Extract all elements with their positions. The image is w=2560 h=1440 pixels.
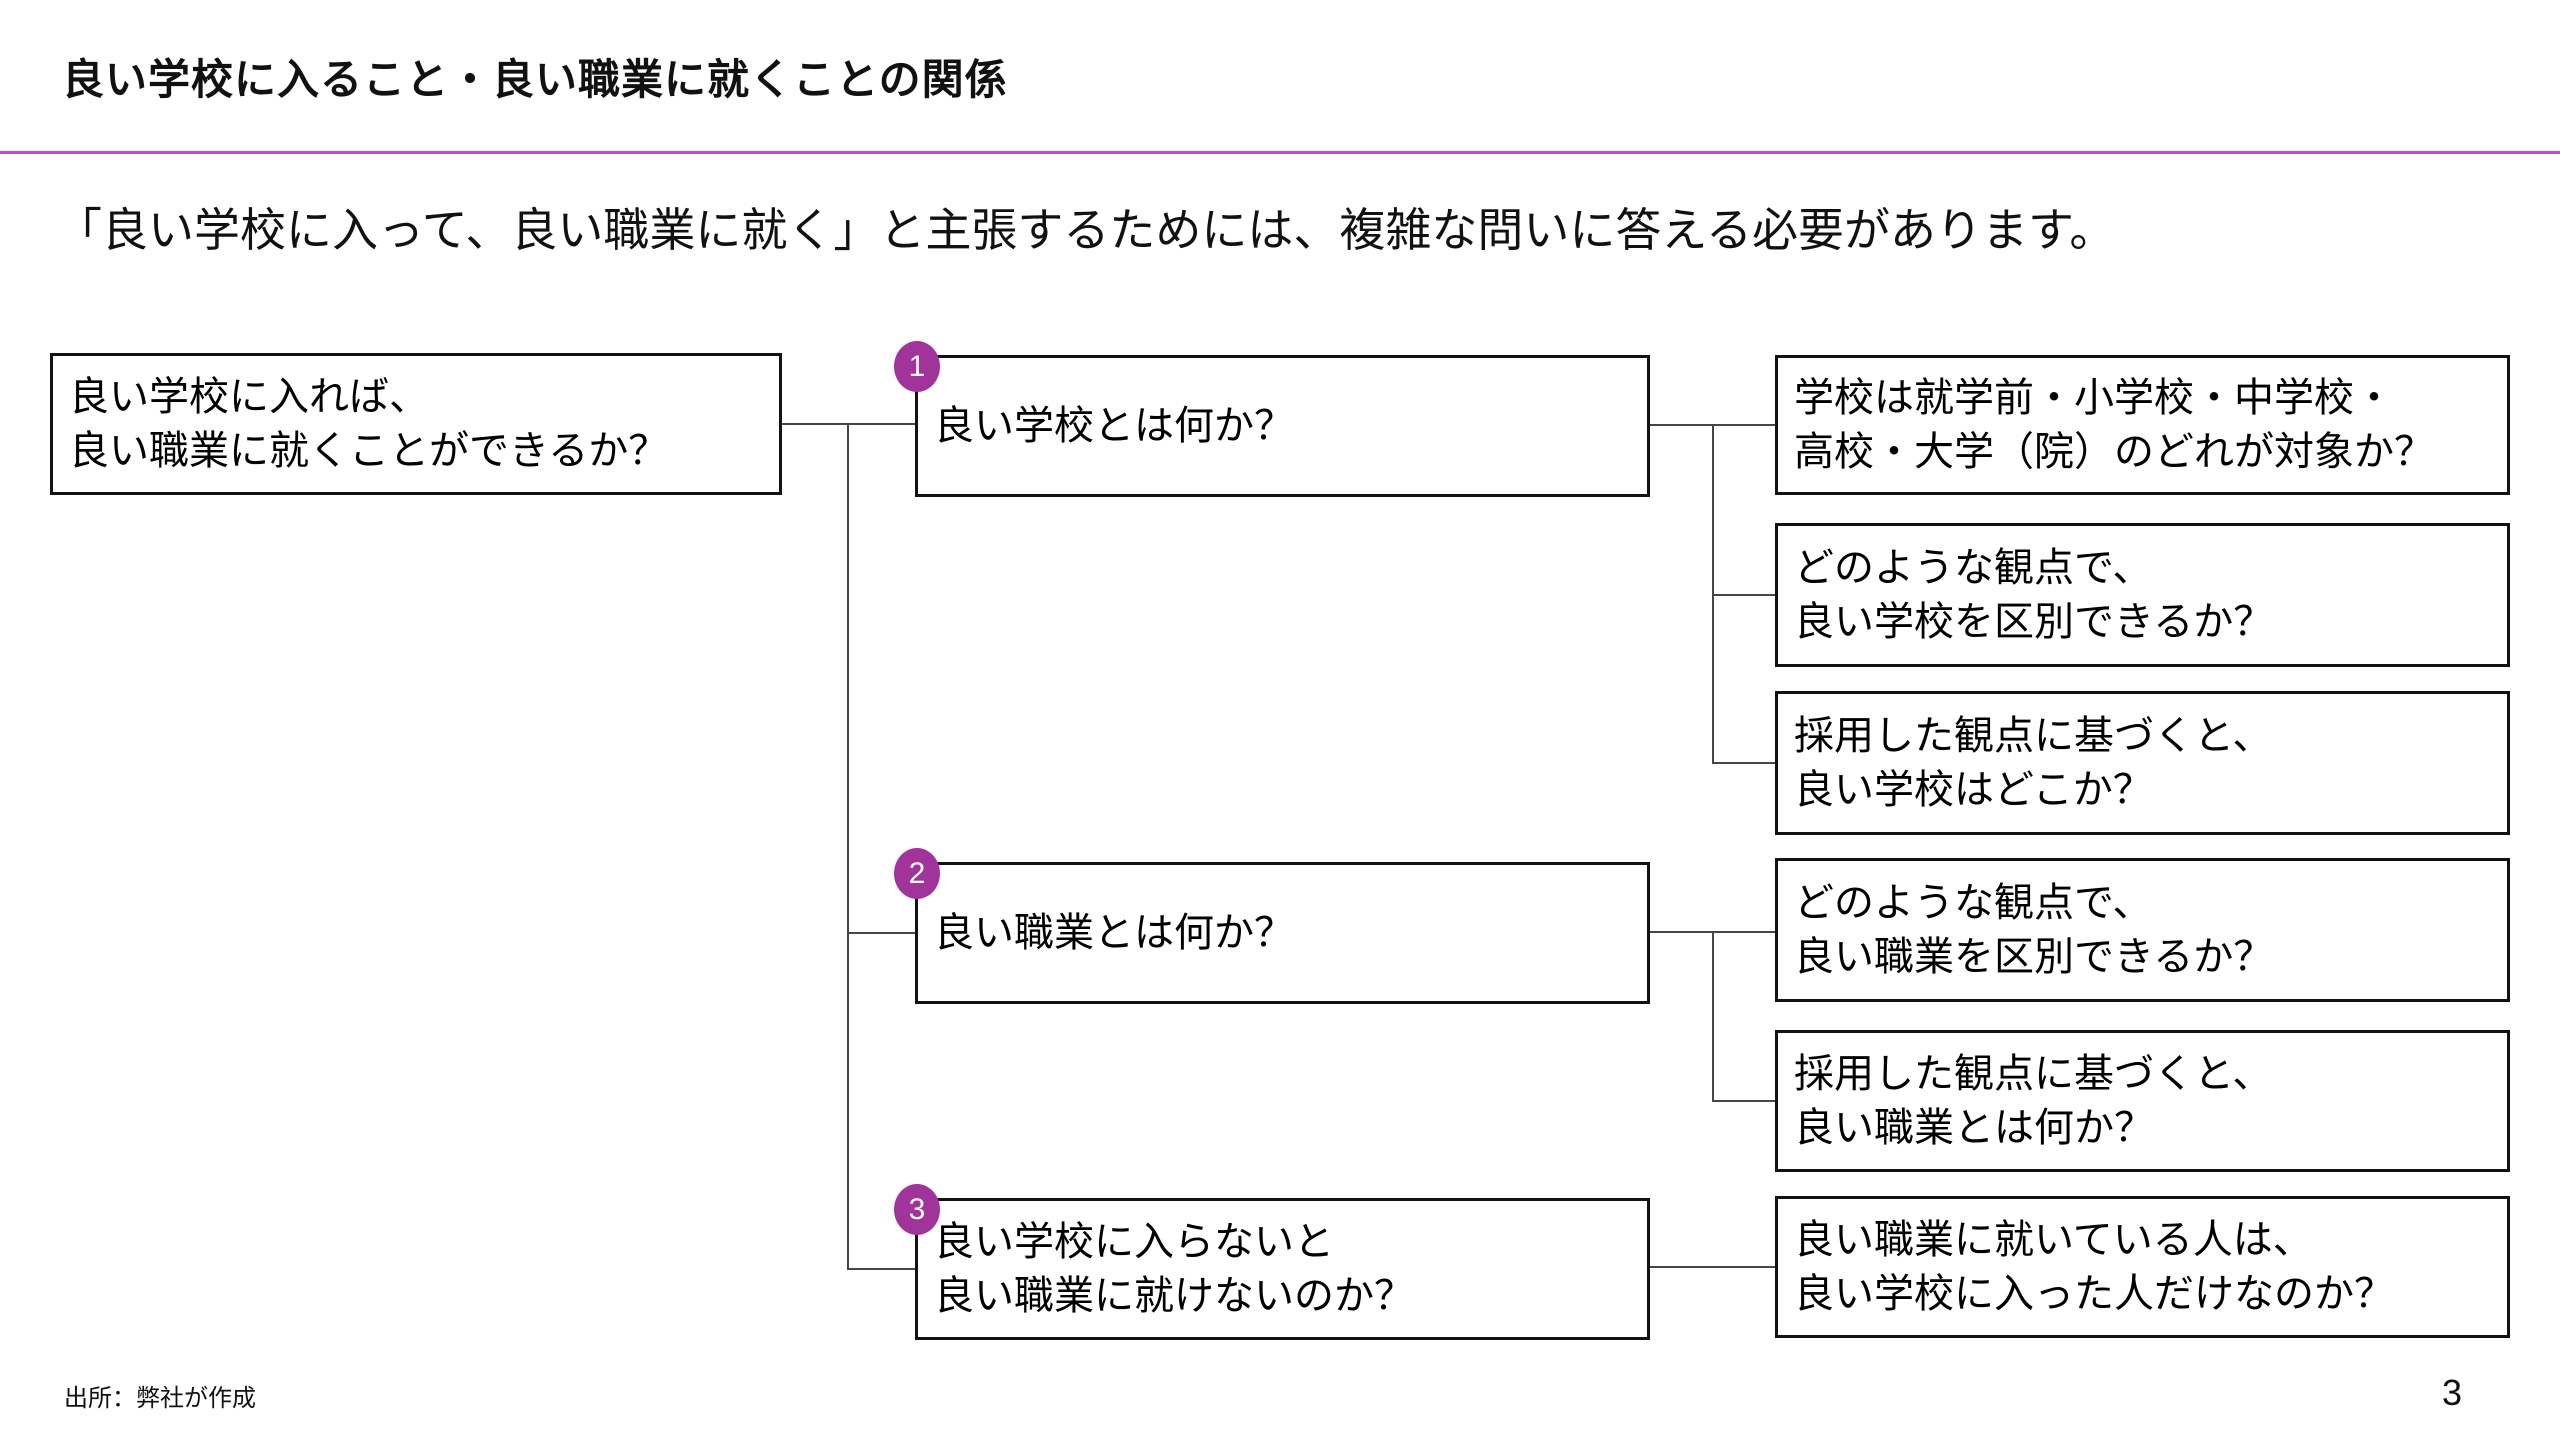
badge-number-3: 3 <box>894 1184 940 1235</box>
root-question-box: 良い学校に入れば、 良い職業に就くことができるか？ <box>50 353 782 495</box>
connector-q1-to-sub3 <box>1712 762 1775 764</box>
question-box-2: 2 良い職業とは何か？ <box>894 848 1650 1004</box>
connector-root-trunk <box>847 423 849 1270</box>
page-number: 3 <box>2442 1372 2463 1413</box>
sub-question-text-3-1: 良い職業に就いている人は、 良い学校に入った人だけなのか？ <box>1794 1218 2394 1316</box>
slide-title: 良い学校に入ること・良い職業に就くことの関係 <box>62 56 1008 103</box>
connector-q2-to-sub2 <box>1712 1100 1775 1102</box>
sub-question-box-3-1: 良い職業に就いている人は、 良い学校に入った人だけなのか？ <box>1775 1196 2510 1338</box>
sub-question-box-1-2: どのような観点で、 良い学校を区別できるか？ <box>1775 523 2510 667</box>
badge-number-1: 1 <box>894 341 940 392</box>
sub-question-box-1-1: 学校は就学前・小学校・中学校・ 高校・大学（院）のどれが対象か？ <box>1775 355 2510 495</box>
source-note: 出所：弊社が作成 <box>64 1385 256 1412</box>
connector-q3-horizontal <box>1650 1266 1775 1268</box>
question-text-3: 良い学校に入らないと 良い職業に就けないのか？ <box>934 1220 1414 1318</box>
sub-question-text-2-1: どのような観点で、 良い職業を区別できるか？ <box>1794 881 2274 979</box>
question-text-2: 良い職業とは何か？ <box>934 911 1294 955</box>
sub-question-text-2-2: 採用した観点に基づくと、 良い職業とは何か？ <box>1794 1052 2273 1150</box>
question-box-3: 3 良い学校に入らないと 良い職業に就けないのか？ <box>894 1184 1650 1340</box>
sub-question-box-2-1: どのような観点で、 良い職業を区別できるか？ <box>1775 858 2510 1002</box>
sub-question-text-1-2: どのような観点で、 良い学校を区別できるか？ <box>1794 546 2274 644</box>
title-divider <box>0 151 2560 154</box>
root-question-text: 良い学校に入れば、 良い職業に就くことができるか？ <box>69 375 669 473</box>
lead-statement: 「良い学校に入って、良い職業に就く」と主張するためには、複雑な問いに答える必要が… <box>56 204 2116 256</box>
connector-root-to-q3 <box>847 1268 915 1270</box>
connector-root-to-q2 <box>847 932 915 934</box>
sub-question-box-1-3: 採用した観点に基づくと、 良い学校はどこか？ <box>1775 691 2510 835</box>
connector-q1-to-sub2 <box>1712 594 1775 596</box>
question-text-1: 良い学校とは何か？ <box>934 404 1294 448</box>
connector-q2-trunk <box>1712 931 1714 1102</box>
sub-question-text-1-3: 採用した観点に基づくと、 良い学校はどこか？ <box>1794 714 2273 812</box>
badge-number-2: 2 <box>894 848 940 899</box>
sub-question-box-2-2: 採用した観点に基づくと、 良い職業とは何か？ <box>1775 1030 2510 1172</box>
question-box-1: 1 良い学校とは何か？ <box>894 341 1650 497</box>
sub-question-text-1-1: 学校は就学前・小学校・中学校・ 高校・大学（院）のどれが対象か？ <box>1794 376 2434 474</box>
